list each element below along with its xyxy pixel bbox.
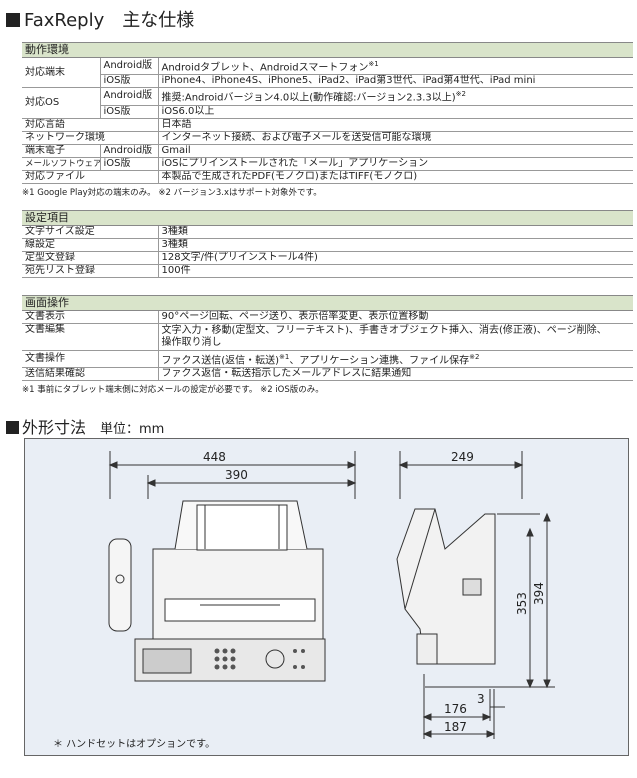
section-env: 動作環境 対応端末 Android版 Androidタブレット、Androidス… — [22, 42, 633, 198]
dim-448: 448 — [203, 450, 226, 464]
title-square-icon — [6, 421, 19, 434]
section-head-ops: 画面操作 — [22, 295, 633, 311]
dim-176: 176 — [444, 702, 467, 716]
table-row: 対応ファイル 本製品で生成されたPDF(モノクロ)またはTIFF(モノクロ) — [22, 170, 633, 184]
table-row: 送信結果確認ファクス返信・転送指示したメールアドレスに結果通知 — [22, 367, 633, 382]
env-footnote: ※1 Google Play対応の端末のみ。 ※2 バージョン3.xはサポート対… — [22, 187, 322, 198]
ops-footnote: ※1 事前にタブレット端末側に対応メールの設定が必要です。 ※2 iOS版のみ。 — [22, 385, 324, 396]
dim-187: 187 — [444, 720, 467, 734]
section-head-settings: 設定項目 — [22, 210, 633, 226]
section-head-env: 動作環境 — [22, 42, 633, 58]
fax-drawing: 448 390 249 353 394 176 187 3 — [108, 450, 555, 739]
table-row: 対応OS Android版 推奨:Androidバージョン4.0以上(動作確認:… — [22, 87, 633, 119]
dim-390: 390 — [225, 468, 248, 482]
dim-249: 249 — [451, 450, 474, 464]
dim-3: 3 — [477, 692, 485, 706]
dim-394: 394 — [532, 582, 546, 605]
table-row: 対応端末 Android版 Androidタブレット、Androidスマートフォ… — [22, 58, 633, 89]
table-row: 文書操作 ファクス送信(返信・転送)※1、アプリケーション連携、ファイル保存※2 — [22, 350, 633, 369]
table-row: 端末電子 Android版 Gmail — [22, 144, 633, 158]
table-row: iOS版 iOS6.0以上 — [22, 105, 633, 119]
outline-title: 外形寸法単位：mm — [6, 414, 164, 438]
table-row: メールソフトウェア iOS版 iOSにプリインストールされた「メール」アプリケー… — [22, 157, 633, 171]
table-row: 対応言語 日本語 — [22, 118, 633, 132]
dim-353: 353 — [515, 592, 529, 615]
table-row: 文書編集 文字入力・移動(定型文、フリーテキスト)、手書きオブジェクト挿入、消去… — [22, 323, 633, 351]
env-table: 対応端末 Android版 Androidタブレット、Androidスマートフォ… — [22, 58, 633, 184]
table-row: ネットワーク環境 インターネット接続、および電子メールを送受信可能な環境 — [22, 131, 633, 145]
handset-note: ＊ ハンドセットはオプションです。 — [53, 739, 216, 750]
page-title: FaxReply 主な仕様 — [6, 6, 194, 32]
dimension-diagram: 448 390 249 353 394 176 187 3 ＊ ハンドセットはオ… — [24, 438, 629, 756]
title-square-icon — [6, 13, 20, 27]
table-row: iOS版 iPhone4、iPhone4S、iPhone5、iPad2、iPad… — [22, 74, 633, 89]
